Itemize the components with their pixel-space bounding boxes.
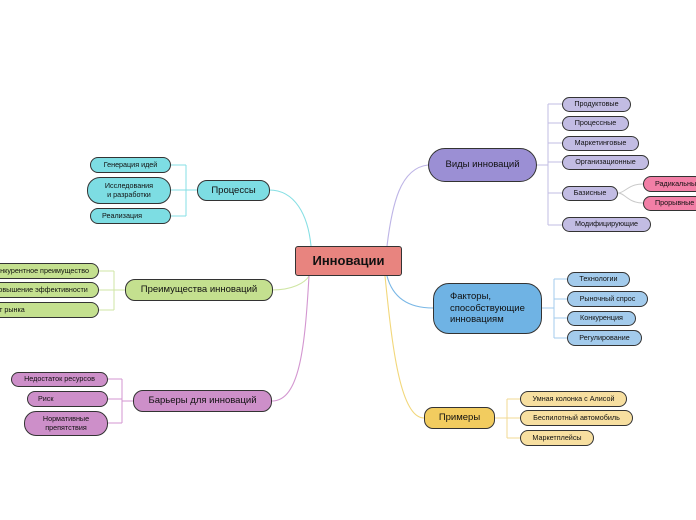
kinds-item-basic[interactable]: Базисные <box>562 186 618 201</box>
barriers-item-resources[interactable]: Недостаток ресурсов <box>11 372 108 387</box>
basic-item-breakthrough[interactable]: Прорывные <box>643 196 696 211</box>
basic-item-radical[interactable]: Радикальные <box>643 176 696 192</box>
processes-bracket <box>171 164 197 217</box>
factors-bracket <box>542 278 567 339</box>
kinds-item-marketing[interactable]: Маркетинговые <box>562 136 639 151</box>
barriers-bracket <box>108 378 133 424</box>
connector-advantages <box>271 275 310 291</box>
factors-item-technology[interactable]: Технологии <box>567 272 630 287</box>
kinds-item-modifying[interactable]: Модифицирующие <box>562 217 651 232</box>
advantages-item-growth[interactable]: Рост рынка <box>0 302 99 318</box>
processes-item-ideas[interactable]: Генерация идей <box>90 157 171 173</box>
connector-barriers <box>271 275 310 402</box>
advantages-item-competitive[interactable]: Конкурентное преимущество <box>0 263 99 279</box>
basic-bracket <box>617 183 644 204</box>
factors-item-competition[interactable]: Конкуренция <box>567 311 636 326</box>
examples-item-car[interactable]: Беспилотный автомобиль <box>520 410 633 426</box>
kinds-item-organizational[interactable]: Организационные <box>562 155 649 170</box>
connector-kinds <box>386 164 429 247</box>
factors-item-regulation[interactable]: Регулирование <box>567 330 642 346</box>
processes-item-rnd[interactable]: Исследования и разработки <box>87 177 171 204</box>
processes-item-implementation[interactable]: Реализация <box>90 208 171 224</box>
connector-factors <box>386 275 434 309</box>
examples-item-speaker[interactable]: Умная колонка с Алисой <box>520 391 627 407</box>
connector-processes <box>268 189 312 247</box>
kinds-item-product[interactable]: Продуктовые <box>562 97 631 112</box>
kinds-bracket <box>537 103 562 226</box>
kinds-item-process[interactable]: Процессные <box>562 116 629 131</box>
processes-node[interactable]: Процессы <box>197 180 270 201</box>
examples-node[interactable]: Примеры <box>424 407 495 429</box>
advantages-node[interactable]: Преимущества инноваций <box>125 279 273 301</box>
barriers-node[interactable]: Барьеры для инноваций <box>133 390 272 412</box>
barriers-item-risk[interactable]: Риск <box>27 391 108 407</box>
root-node[interactable]: Инновации <box>295 246 402 276</box>
advantages-item-efficiency[interactable]: Повышение эффективности <box>0 282 99 298</box>
connector-examples <box>384 275 425 419</box>
kinds-node[interactable]: Виды инноваций <box>428 148 537 182</box>
examples-item-marketplaces[interactable]: Маркетплейсы <box>520 430 594 446</box>
barriers-item-regulatory[interactable]: Нормативные препятствия <box>24 411 108 436</box>
factors-item-demand[interactable]: Рыночный спрос <box>567 291 648 307</box>
advantages-bracket <box>99 270 125 311</box>
examples-bracket <box>495 398 520 439</box>
factors-node[interactable]: Факторы, способствующие инновациям <box>433 283 542 334</box>
